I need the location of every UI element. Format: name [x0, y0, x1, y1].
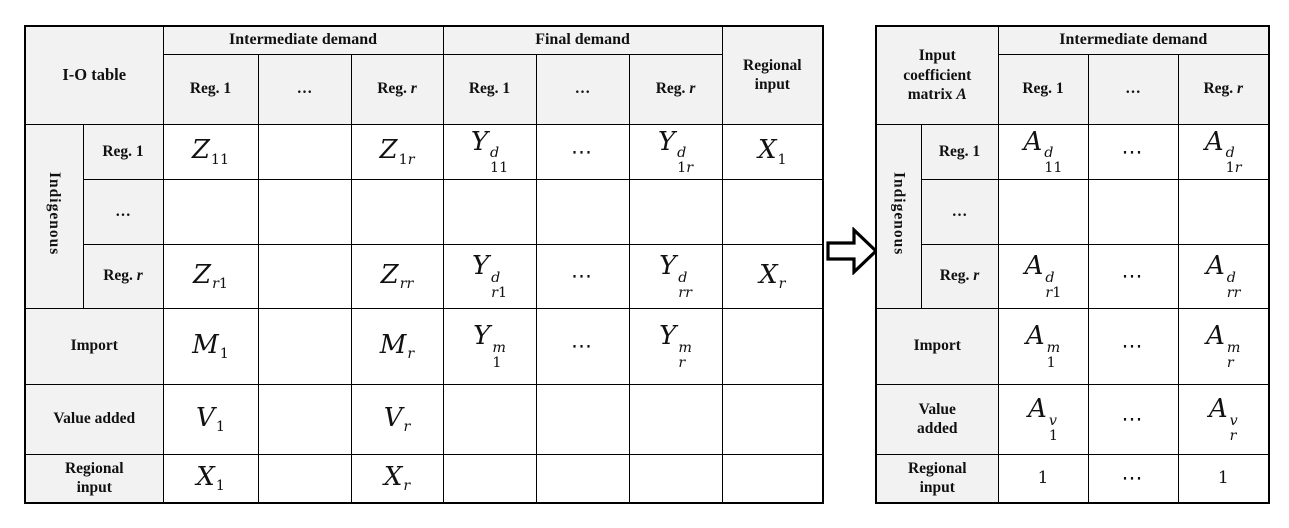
- cell-empty: [162, 178, 259, 245]
- cell-ym-dots: ⋯: [535, 307, 630, 385]
- cell-one-dots: ⋯: [1087, 453, 1179, 504]
- cell-empty: [721, 178, 824, 245]
- row-header-regional-input: Regional input: [875, 453, 999, 504]
- col-header-intermediate-regr: Reg. r: [350, 53, 444, 125]
- cell-empty: [535, 178, 630, 245]
- row-header-import: Import: [24, 307, 164, 385]
- col-header-intermediate-reg1: Reg. 1: [162, 53, 259, 125]
- row-header-regr: Reg. r: [82, 243, 164, 309]
- row-header-dots: …: [82, 178, 164, 245]
- row-header-regr: Reg. r: [920, 243, 999, 309]
- header-intermediate-demand: Intermediate demand: [997, 25, 1270, 55]
- cell-mr: Mr: [350, 307, 444, 385]
- cell-ad1-dots: ⋯: [1087, 123, 1179, 180]
- cell-v-dots-empty: [257, 383, 352, 455]
- cell-v1: V1: [162, 383, 259, 455]
- cell-empty: [628, 178, 723, 245]
- row-header-reg1: Reg. 1: [82, 123, 164, 180]
- cell-empty: [442, 383, 537, 455]
- cell-one-r: 1: [1177, 453, 1270, 504]
- cell-one-1: 1: [997, 453, 1089, 504]
- indigenous-vertical-label: Indigenous: [45, 171, 63, 256]
- cell-empty: [350, 178, 444, 245]
- cell-empty: [721, 453, 824, 504]
- input-coefficient-matrix-table: Input coefficient matrix A Intermediate …: [875, 25, 1271, 504]
- row-header-reg1: Reg. 1: [920, 123, 999, 180]
- cell-av-dots: ⋯: [1087, 383, 1179, 455]
- io-table-corner-label: I-O table: [24, 25, 164, 125]
- cell-empty: [535, 453, 630, 504]
- col-header-regr: Reg. r: [1177, 53, 1270, 125]
- cell-x1-input: X1: [162, 453, 259, 504]
- col-header-reg1: Reg. 1: [997, 53, 1089, 125]
- cell-empty: [1087, 178, 1179, 245]
- cell-z1r: Z1r: [350, 123, 444, 180]
- cell-empty: [721, 307, 824, 385]
- row-group-indigenous: Indigenous: [875, 123, 922, 309]
- header-regional-input-column: Regional input: [721, 25, 824, 125]
- coefficient-table-corner-label: Input coefficient matrix A: [875, 25, 999, 125]
- row-header-value-added: Value added: [875, 383, 999, 455]
- col-header-intermediate-dots: …: [257, 53, 352, 125]
- cell-m1: M1: [162, 307, 259, 385]
- cell-vr: Vr: [350, 383, 444, 455]
- row-group-indigenous: Indigenous: [24, 123, 84, 309]
- cell-empty: [721, 383, 824, 455]
- cell-zrr: Zrr: [350, 243, 444, 309]
- header-intermediate-demand: Intermediate demand: [162, 25, 444, 55]
- col-header-final-reg1: Reg. 1: [442, 53, 537, 125]
- col-header-dots: …: [1087, 53, 1179, 125]
- cell-zr1: Zr1: [162, 243, 259, 309]
- col-header-final-dots: …: [535, 53, 630, 125]
- cell-am-dots: ⋯: [1087, 307, 1179, 385]
- cell-empty: [257, 178, 352, 245]
- cell-empty: [535, 383, 630, 455]
- cell-empty: [442, 178, 537, 245]
- cell-empty: [628, 383, 723, 455]
- cell-x1-output: X1: [721, 123, 824, 180]
- cell-zr-dots-empty: [257, 243, 352, 309]
- cell-xr-output: Xr: [721, 243, 824, 309]
- cell-xr-input: Xr: [350, 453, 444, 504]
- cell-z11: Z11: [162, 123, 259, 180]
- row-header-import: Import: [875, 307, 999, 385]
- cell-empty: [628, 453, 723, 504]
- io-table: I-O table Intermediate demand Final dema…: [24, 25, 825, 504]
- cell-empty: [442, 453, 537, 504]
- header-final-demand: Final demand: [442, 25, 723, 55]
- cell-ydr-dots: ⋯: [535, 243, 630, 309]
- col-header-final-regr: Reg. r: [628, 53, 723, 125]
- cell-yd1-dots: ⋯: [535, 123, 630, 180]
- cell-empty: [997, 178, 1089, 245]
- row-header-dots: …: [920, 178, 999, 245]
- cell-empty: [1177, 178, 1270, 245]
- cell-x-dots-empty: [257, 453, 352, 504]
- cell-adr-dots: ⋯: [1087, 243, 1179, 309]
- cell-m-dots-empty: [257, 307, 352, 385]
- cell-z1-dots-empty: [257, 123, 352, 180]
- row-header-value-added: Value added: [24, 383, 164, 455]
- block-right-arrow-icon: [826, 227, 878, 275]
- indigenous-vertical-label: Indigenous: [890, 171, 908, 256]
- row-header-regional-input: Regional input: [24, 453, 164, 504]
